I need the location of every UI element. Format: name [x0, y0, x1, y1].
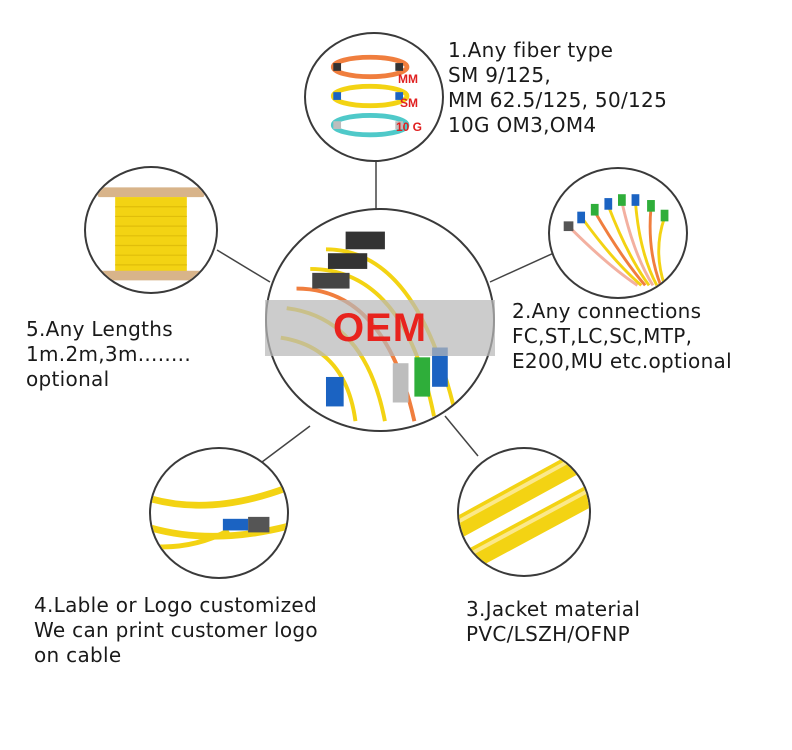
- feature-title: 2.Any connections: [512, 299, 702, 323]
- feature-fiber-type: 1.Any fiber type SM 9/125, MM 62.5/125, …: [448, 38, 667, 138]
- feature-lengths: 5.Any Lengths 1m.2m,3m........ optional: [26, 317, 191, 392]
- feature-detail: 10G OM3,OM4: [448, 113, 597, 137]
- fiber-type-image: [330, 54, 410, 138]
- line-connections: [489, 251, 557, 283]
- jacket-circle: [457, 447, 591, 577]
- fiber-tag-10g: 10 G: [396, 120, 423, 134]
- feature-title: 5.Any Lengths: [26, 317, 173, 341]
- logo-circle: [149, 447, 289, 579]
- oem-label: OEM: [332, 305, 428, 350]
- connections-circle: [548, 167, 688, 299]
- feature-detail: E200,MU etc.optional: [512, 349, 732, 373]
- fiber-tag-sm: SM: [400, 96, 418, 110]
- feature-detail: SM 9/125,: [448, 63, 552, 87]
- feature-detail: We can print customer logo: [34, 618, 318, 642]
- line-jacket: [444, 415, 479, 457]
- feature-logo: 4.Lable or Logo customized We can print …: [34, 593, 318, 668]
- feature-jacket: 3.Jacket material PVC/LSZH/OFNP: [466, 597, 640, 647]
- fiber-type-circle: [304, 32, 444, 162]
- feature-detail: on cable: [34, 643, 122, 667]
- feature-detail: MM 62.5/125, 50/125: [448, 88, 668, 112]
- feature-title: 4.Lable or Logo customized: [34, 593, 318, 617]
- jacket-image: [459, 449, 589, 575]
- feature-detail: PVC/LSZH/OFNP: [466, 622, 630, 646]
- feature-title: 1.Any fiber type: [448, 38, 614, 62]
- fiber-tag-mm: MM: [398, 72, 418, 86]
- feature-detail: 1m.2m,3m........: [26, 342, 191, 366]
- feature-detail: FC,ST,LC,SC,MTP,: [512, 324, 693, 348]
- oem-banner: [265, 300, 495, 356]
- feature-title: 3.Jacket material: [466, 597, 641, 621]
- feature-connections: 2.Any connections FC,ST,LC,SC,MTP, E200,…: [512, 299, 732, 374]
- connector-fan-image: [563, 194, 669, 287]
- feature-detail: optional: [26, 367, 110, 391]
- line-logo: [261, 425, 311, 463]
- cable-reel-image: [97, 187, 205, 281]
- lengths-circle: [84, 166, 218, 294]
- line-lengths: [216, 249, 271, 283]
- printed-cable-image: [151, 484, 287, 550]
